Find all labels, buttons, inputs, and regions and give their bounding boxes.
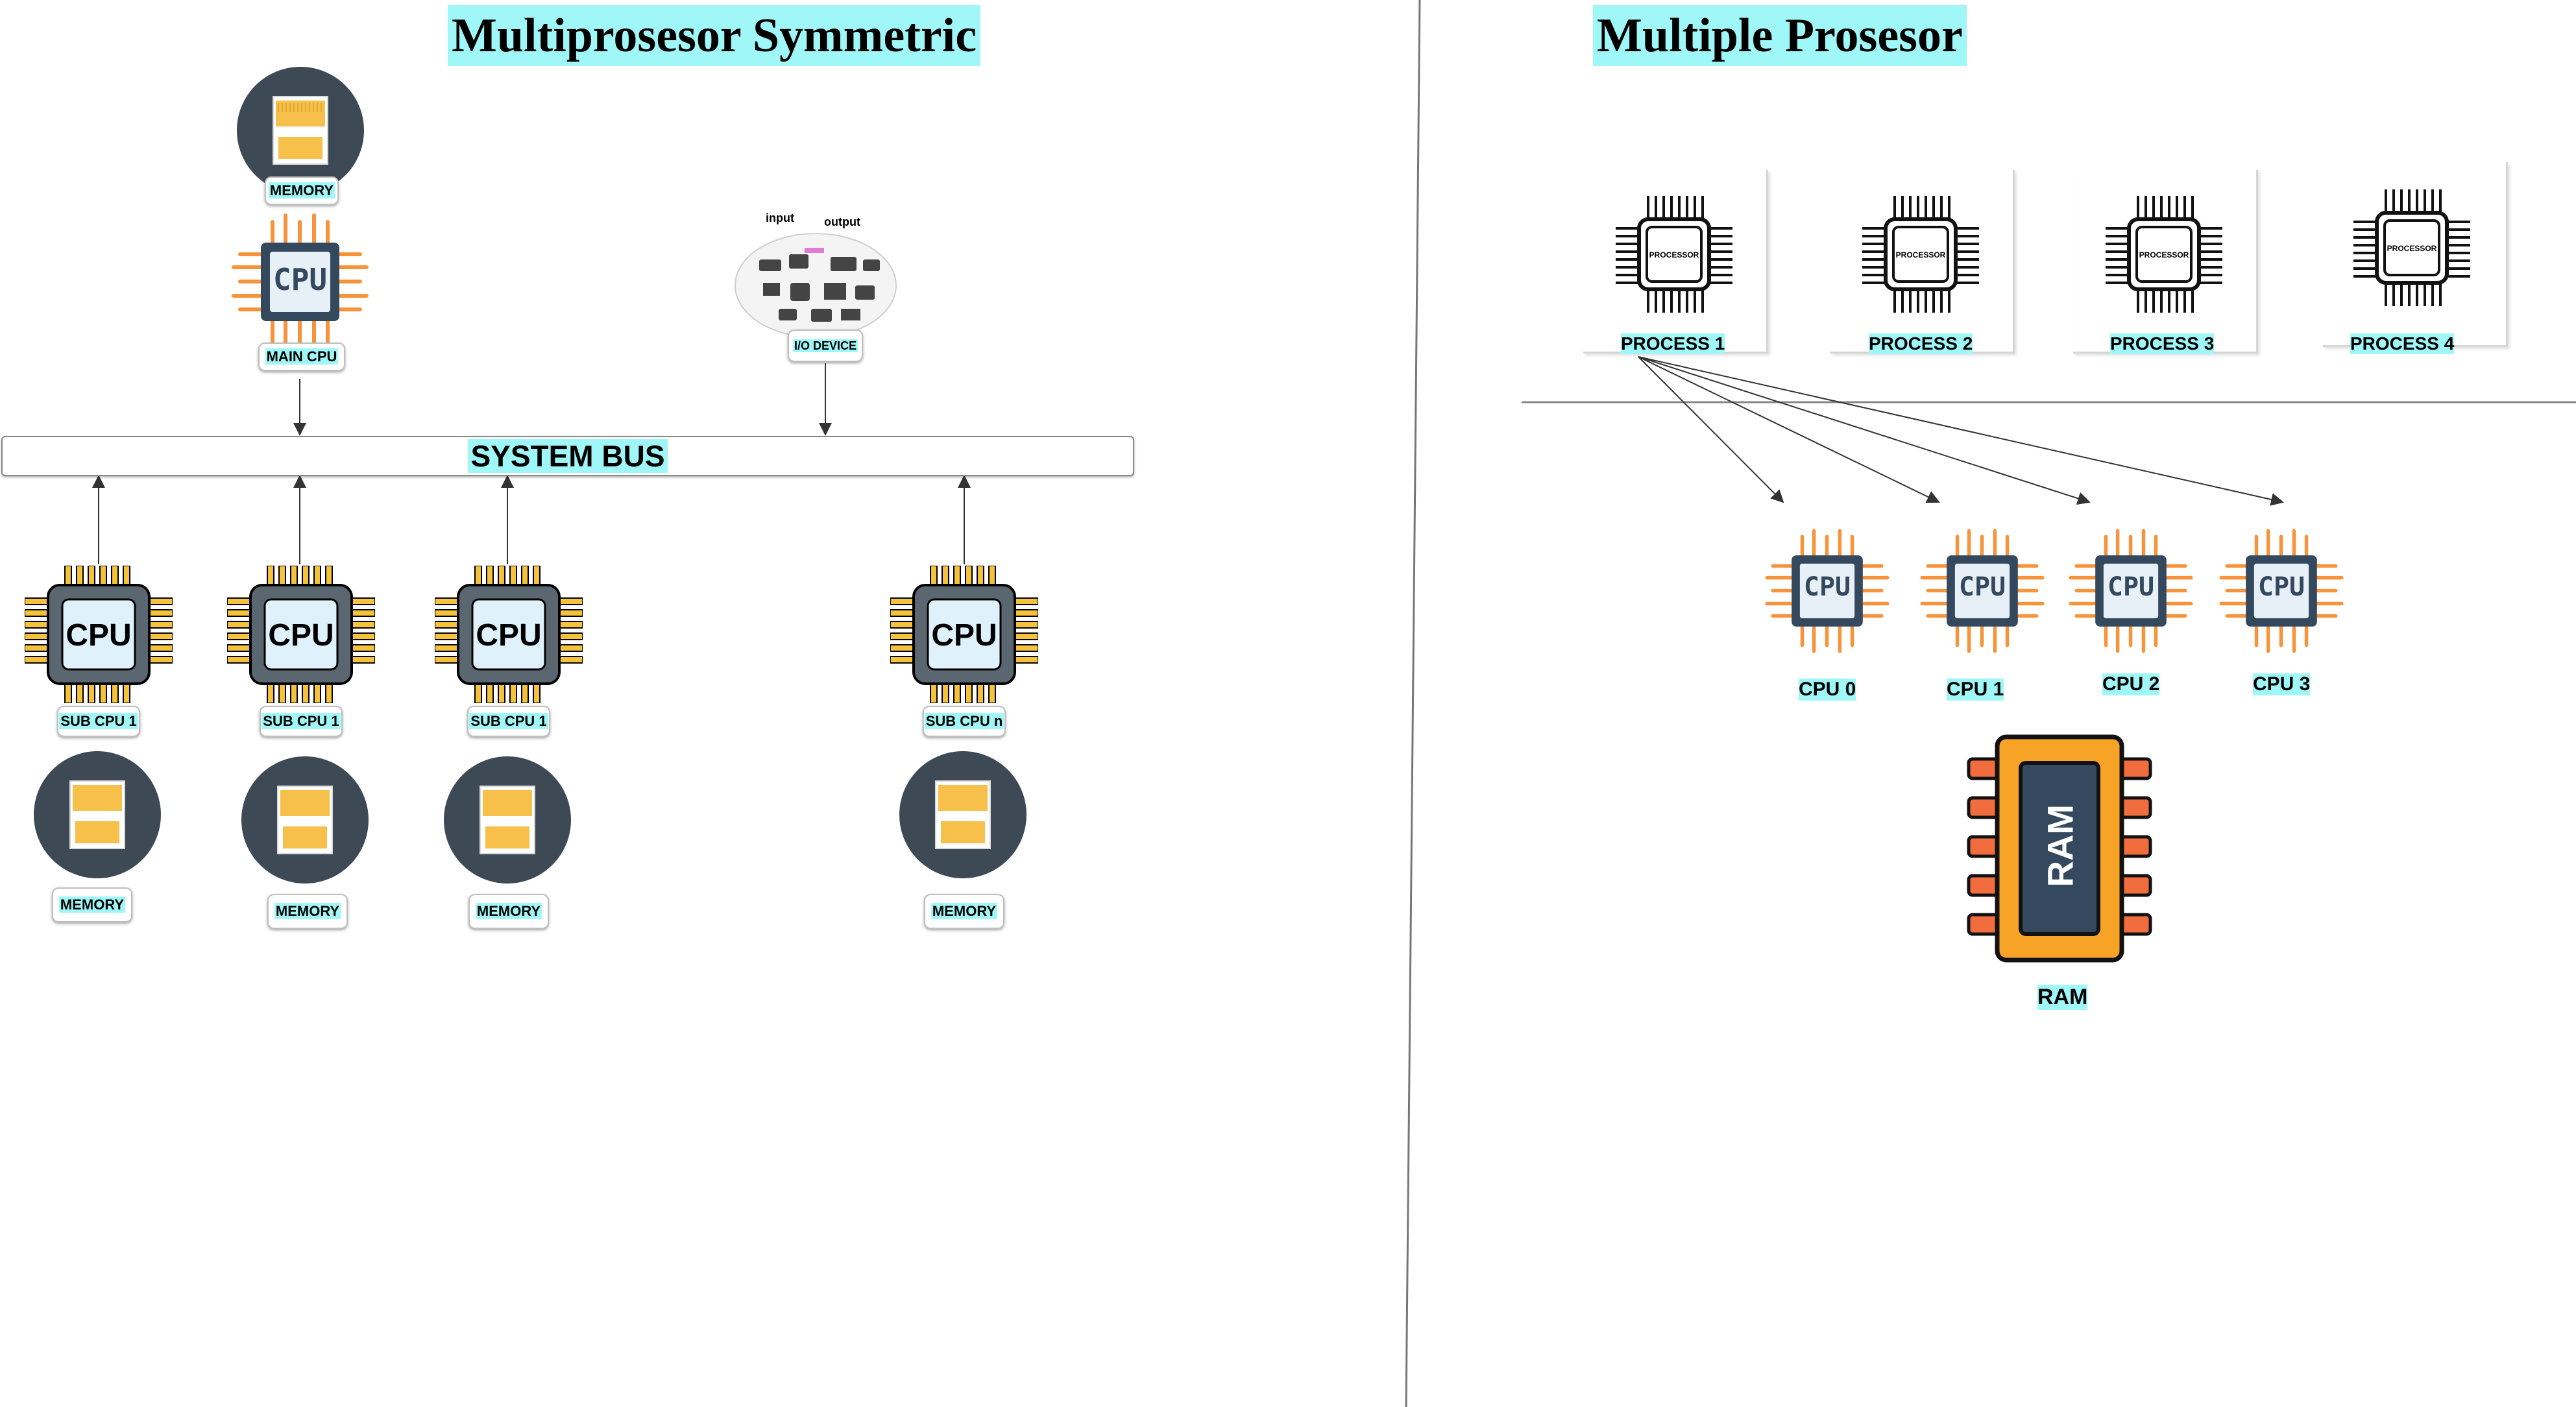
sub-memory-1-label: MEMORY [52,887,132,922]
sub-cpu-n-chip-text: CPU [931,618,997,653]
cpu-2-icon [2059,519,2203,663]
sub-memory-3-icon [444,756,571,884]
cpu-1-chip-text: CPU [1958,572,2006,602]
sub-memory-n-label-text: MEMORY [930,903,998,919]
sub-cpu-3-label-text: SUB CPU 1 [469,713,548,729]
sub-cpu-2-chip-text: CPU [268,618,334,653]
processor-3-icon [2106,196,2222,313]
sub-cpu-1-chip-text: CPU [66,618,132,653]
left-title: Multiprosesor Symmetric [448,5,981,66]
main-cpu-chip-icon [221,202,380,361]
system-bus: SYSTEM BUS [1,436,1134,476]
sub-cpu-2-label-text: SUB CPU 1 [261,713,341,729]
cpu-1-icon [1910,519,2054,663]
sub-memory-3-label: MEMORY [468,894,549,929]
processor-4-icon [2353,189,2470,306]
cpu-2-label: CPU 2 [2102,673,2160,695]
sub-cpu-1-label-text: SUB CPU 1 [59,713,138,729]
sub-cpu-n-label: SUB CPU n [923,706,1006,737]
sub-cpu-n-icon [890,565,1039,704]
sub-cpu-n-label-text: SUB CPU n [924,713,1004,729]
sub-cpu-3-icon [434,565,583,704]
cpu-0-label: CPU 0 [1799,679,1856,701]
processor-2-chip-text: PROCESSOR [1895,250,1946,259]
sub-memory-n-icon [899,751,1027,878]
top-memory-label: MEMORY [265,176,339,205]
arrow-p1-cpu3 [1638,356,2284,506]
sub-memory-2-label: MEMORY [267,894,348,929]
sub-memory-3-label-text: MEMORY [475,903,542,919]
main-cpu-chip-text: CPU [273,262,328,297]
sub-memory-1-label-text: MEMORY [58,896,126,913]
processor-4-chip-text: PROCESSOR [2387,244,2437,253]
io-output-text: output [824,215,860,228]
page-divider [1405,0,1421,1407]
cpu-0-chip-text: CPU [1803,572,1851,602]
arrow-p1-cpu2 [1638,356,2091,505]
cpu-0-icon [1755,519,1899,663]
top-memory-icon [237,67,364,194]
sub-memory-2-icon [241,756,369,884]
sub-cpu-1-label: SUB CPU 1 [57,706,140,737]
arrow-p1-cpu0 [1638,356,1784,503]
main-cpu-label-text: MAIN CPU [265,348,339,365]
sub-memory-n-label: MEMORY [924,894,1004,929]
processor-2-icon [1862,196,1979,313]
system-bus-label: SYSTEM BUS [468,439,668,473]
right-title: Multiple Prosesor [1593,5,1967,66]
ram-chip-text: RAM [2039,804,2081,887]
processor-3-chip-text: PROCESSOR [2139,250,2189,259]
processor-1-chip-text: PROCESSOR [1649,250,1699,259]
cpu-1-label: CPU 1 [1947,679,2004,701]
process-2-label: PROCESS 2 [1869,333,1973,354]
main-cpu-label: MAIN CPU [258,343,345,371]
process-1-label: PROCESS 1 [1621,333,1725,354]
arrow-p1-cpu1 [1638,356,1940,503]
sub-cpu-1-icon [24,565,173,704]
cpu-3-chip-text: CPU [2257,572,2305,602]
sub-cpu-3-label: SUB CPU 1 [467,706,550,737]
top-memory-label-text: MEMORY [268,182,335,198]
process-3-label: PROCESS 3 [2110,333,2215,354]
io-input-text: input [766,211,794,224]
sub-memory-1-icon [34,751,161,878]
cpu-3-label: CPU 3 [2253,673,2311,695]
process-4-label: PROCESS 4 [2350,333,2455,354]
cpu-2-chip-text: CPU [2107,572,2155,602]
cpu-3-icon [2209,519,2353,663]
sub-cpu-3-chip-text: CPU [476,618,542,653]
io-device-label: I/O DEVICE [788,330,863,362]
ram-label: RAM [2037,985,2088,1010]
processor-1-icon [1616,196,1732,313]
io-device-icon [733,221,898,340]
ram-icon [1965,734,2154,963]
sub-cpu-2-label: SUB CPU 1 [260,706,343,737]
sub-memory-2-label-text: MEMORY [274,903,341,919]
io-device-label-text: I/O DEVICE [792,339,858,352]
